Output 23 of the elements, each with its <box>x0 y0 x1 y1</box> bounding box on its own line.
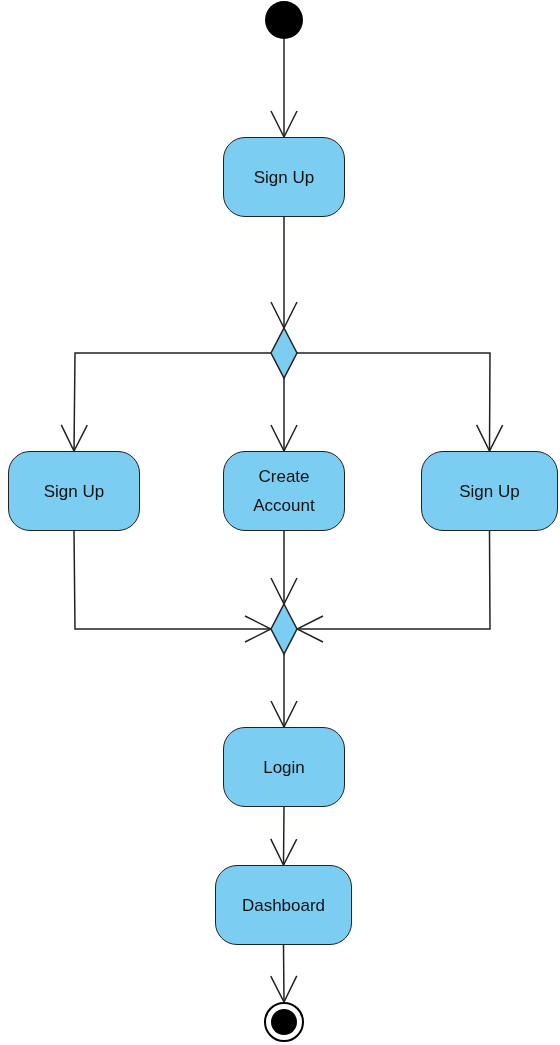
arrow <box>270 216 298 329</box>
action-label: Dashboard <box>240 894 327 917</box>
action-box <box>223 451 345 531</box>
arrow <box>270 38 298 138</box>
action-label: Sign Up <box>458 480 521 503</box>
action-label: Login <box>262 756 306 779</box>
action-box <box>223 727 345 807</box>
action-label: Sign Up <box>252 166 316 189</box>
arrow <box>270 530 298 605</box>
action-box <box>215 865 352 945</box>
arrow <box>296 352 504 452</box>
action-box <box>223 137 345 217</box>
action-box <box>8 451 140 531</box>
arrow <box>270 377 298 452</box>
action-label: Create Account <box>252 466 316 517</box>
arrow <box>270 653 298 728</box>
arrow <box>296 530 491 643</box>
arrow <box>270 944 298 1003</box>
arrow <box>60 352 272 452</box>
arrow <box>269 806 298 866</box>
arrow <box>73 530 272 643</box>
action-box <box>421 451 558 531</box>
action-label: Sign Up <box>42 480 106 503</box>
